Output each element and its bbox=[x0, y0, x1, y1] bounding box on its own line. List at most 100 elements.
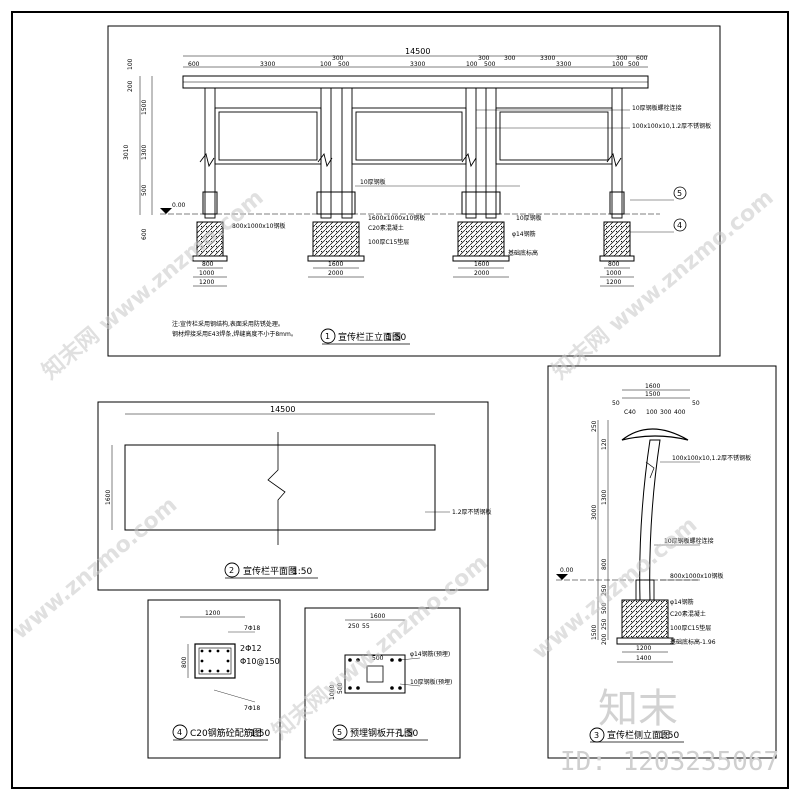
note-text: 1600x1000x10钢板 bbox=[368, 214, 425, 222]
side-dim-top: 1500 bbox=[645, 391, 660, 398]
drawing-scale: 1:50 bbox=[250, 729, 270, 739]
dim-seg: 3300 bbox=[556, 61, 571, 68]
side-dim-left: 1500 bbox=[591, 625, 598, 640]
detail-ref-circle bbox=[673, 218, 687, 232]
level-marker-icon bbox=[556, 574, 568, 580]
plate-dim: 55 bbox=[362, 623, 370, 630]
remark-line: 注:宣传栏采用钢结构,表面采用防锈处理。 bbox=[172, 320, 284, 328]
side-dim-top: 300 bbox=[660, 409, 672, 416]
dim-seg: 600 bbox=[636, 55, 648, 62]
plate-panel: 1600 250 55 500 1000 500 φ14钢筋(预埋) 10厚钢板… bbox=[304, 607, 461, 759]
rebar-height: 800 bbox=[181, 656, 188, 668]
plate-dim: 1000 bbox=[329, 685, 336, 700]
drawing-scale: 1:50 bbox=[292, 567, 312, 577]
note-text: 10厚钢板 bbox=[360, 178, 386, 186]
note-text: 100厚C15垫层 bbox=[368, 238, 409, 246]
rebar-panel: 1200 800 7Φ18 2Φ12 Φ10@150 7Φ18 4 C20钢筋砼… bbox=[147, 599, 281, 759]
dim-left: 1500 bbox=[141, 100, 148, 115]
front-elevation-panel: 14500 600 3300 300 100 500 3300 300 100 … bbox=[107, 25, 721, 357]
plate-note: 10厚钢板(预埋) bbox=[410, 678, 452, 686]
plate-dim: 500 bbox=[337, 682, 344, 694]
title-num-circle bbox=[224, 562, 240, 578]
detail-ref-circle bbox=[673, 186, 687, 200]
dim-seg: 300 bbox=[478, 55, 490, 62]
side-dim-top: 1600 bbox=[645, 383, 660, 390]
drawing-title: 宣传栏正立面图 bbox=[338, 331, 401, 343]
foot-dim: 800 bbox=[202, 261, 214, 268]
rebar-label: 7Φ18 bbox=[244, 705, 260, 712]
side-dim-left: 800 bbox=[601, 558, 608, 570]
dim-overall: 14500 bbox=[405, 47, 430, 56]
plan-depth: 1600 bbox=[105, 490, 112, 505]
image-id: ID: 1203235067 bbox=[560, 747, 779, 777]
title-num-circle bbox=[332, 724, 348, 740]
note-text: C20素混凝土 bbox=[368, 224, 404, 232]
detail-ref-num: 4 bbox=[677, 221, 682, 230]
side-dim-top: 50 bbox=[612, 400, 620, 407]
dim-seg: 500 bbox=[628, 61, 640, 68]
dim-seg: 500 bbox=[338, 61, 350, 68]
side-dim-left: 3000 bbox=[591, 505, 598, 520]
plate-dim: 1600 bbox=[370, 613, 385, 620]
side-dim-top: 400 bbox=[674, 409, 686, 416]
dim-seg: 100 bbox=[466, 61, 478, 68]
side-note: 基础底标高-1.96 bbox=[670, 638, 716, 646]
remark-line: 钢材焊接采用E43焊条,焊缝高度不小于8mm。 bbox=[172, 330, 297, 338]
drawing-title: 宣传栏侧立面图 bbox=[607, 729, 670, 741]
level-marker-icon bbox=[160, 208, 172, 214]
note-text: 10厚钢板 bbox=[516, 214, 542, 222]
side-elevation-panel: 1600 1500 50 50 C40 100 300 400 250 120 … bbox=[547, 365, 777, 759]
dim-left: 200 bbox=[127, 80, 134, 92]
note-text: 基础底标高 bbox=[508, 249, 538, 257]
title-num: 2 bbox=[229, 566, 234, 575]
title-num: 5 bbox=[337, 728, 342, 737]
side-dim-top: 50 bbox=[692, 400, 700, 407]
dim-seg: 300 bbox=[616, 55, 628, 62]
plan-width: 14500 bbox=[270, 405, 295, 414]
side-note: 100厚C15垫层 bbox=[670, 624, 711, 632]
dim-seg: 3300 bbox=[260, 61, 275, 68]
foot-dim: 1600 bbox=[328, 261, 343, 268]
foot-dim: 1200 bbox=[606, 279, 621, 286]
level-text: 0.00 bbox=[560, 567, 574, 574]
foot-dim: 800 bbox=[608, 261, 620, 268]
dim-left: 100 bbox=[127, 58, 134, 70]
watermark: 知末网 www.znzmo.com bbox=[547, 184, 778, 384]
note-text: 800x1000x10钢板 bbox=[232, 222, 285, 230]
title-num-circle bbox=[320, 328, 336, 344]
dim-seg: 100 bbox=[612, 61, 624, 68]
level-text: 0.00 bbox=[172, 202, 186, 209]
drawing-title: 宣传栏平面图 bbox=[243, 565, 297, 577]
drawing-scale: 1:50 bbox=[398, 729, 418, 739]
side-dim-top: C40 bbox=[624, 409, 636, 416]
dim-seg: 300 bbox=[332, 55, 344, 62]
watermark: www.znzmo.com bbox=[8, 493, 182, 645]
dim-seg: 100 bbox=[320, 61, 332, 68]
drawing-scale: 1:50 bbox=[659, 731, 679, 741]
dim-seg: 3300 bbox=[410, 61, 425, 68]
side-dim-left: 120 bbox=[601, 438, 608, 450]
plate-note: φ14钢筋(预埋) bbox=[410, 650, 450, 658]
side-note: 100x100x10,1.2厚不锈钢板 bbox=[672, 454, 751, 462]
foot-dim: 1000 bbox=[199, 270, 214, 277]
side-dim-left: 1300 bbox=[601, 490, 608, 505]
note-text: 100x100x10,1.2厚不锈钢板 bbox=[632, 122, 711, 130]
dim-left: 1300 bbox=[141, 145, 148, 160]
side-foot-dim: 1200 bbox=[636, 645, 651, 652]
rebar-label: 7Φ18 bbox=[244, 625, 260, 632]
side-note: C20素混凝土 bbox=[670, 610, 706, 618]
watermark: 知末网 www.znzmo.com bbox=[37, 184, 268, 384]
foot-dim: 1000 bbox=[606, 270, 621, 277]
side-dim-left: 250 bbox=[591, 420, 598, 432]
dim-left: 3010 bbox=[123, 145, 130, 160]
title-num: 3 bbox=[594, 731, 599, 740]
dim-seg: 300 bbox=[504, 55, 516, 62]
foot-dim: 2000 bbox=[474, 270, 489, 277]
detail-ref-num: 5 bbox=[677, 189, 682, 198]
note-text: 10厚钢板螺栓连接 bbox=[632, 104, 682, 112]
dim-seg: 500 bbox=[484, 61, 496, 68]
dim-left: 600 bbox=[141, 228, 148, 240]
plan-panel: 14500 1600 1.2厚不锈钢板 2 宣传栏平面图 1:50 bbox=[97, 401, 492, 591]
title-num-circle bbox=[172, 724, 188, 740]
